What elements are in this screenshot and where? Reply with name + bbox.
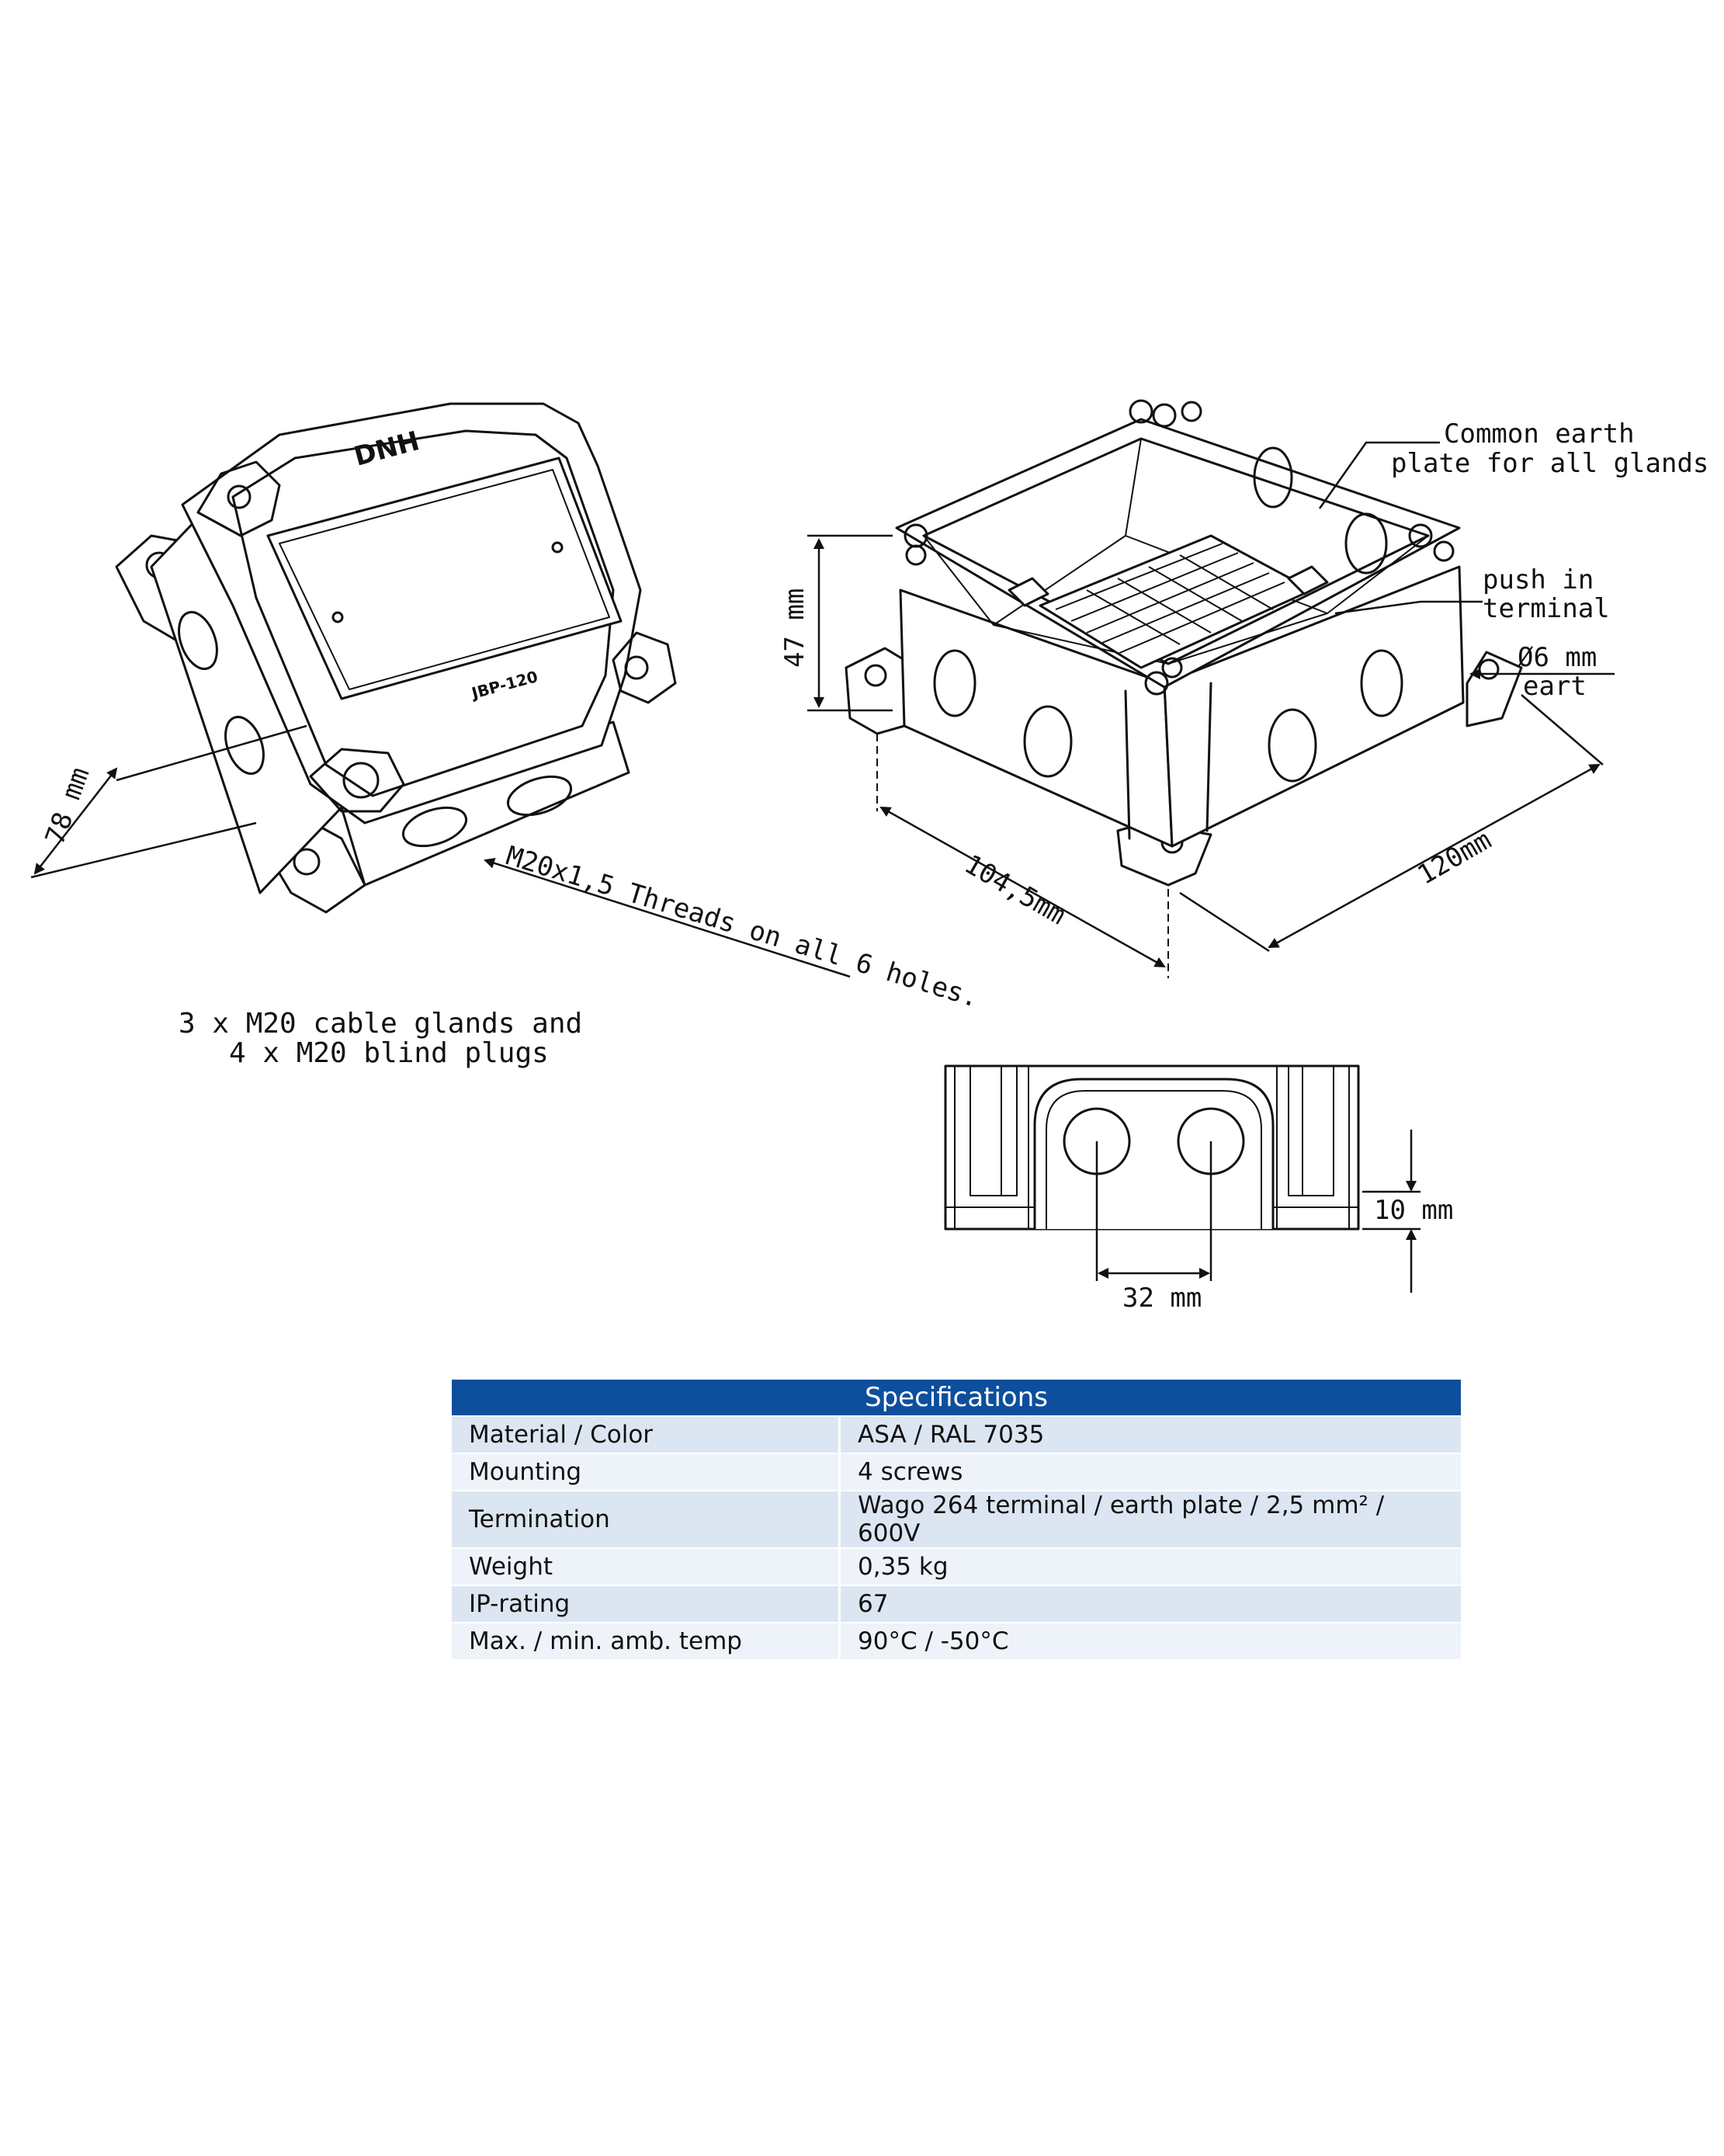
spec-row: Termination Wago 264 terminal / earth pl… xyxy=(452,1491,1461,1549)
spec-key: Weight xyxy=(452,1548,841,1586)
dimension-10mm: 10 mm xyxy=(1362,1130,1453,1293)
threads-note-label: M20x1,5 Threads on all 6 holes. xyxy=(502,840,983,1014)
dim-120-label: 120mm xyxy=(1413,825,1497,891)
terminal-block xyxy=(1008,534,1329,669)
glands-text-line2: 4 x M20 blind plugs xyxy=(229,1037,549,1069)
spec-value: Wago 264 terminal / earth plate / 2,5 mm… xyxy=(839,1491,1461,1549)
spec-key: IP-rating xyxy=(452,1585,841,1623)
specifications-title: Specifications xyxy=(452,1380,1461,1417)
earth-dia-label-line1: Ø6 mm xyxy=(1518,642,1597,673)
earth-plate-label-line1: Common earth xyxy=(1444,418,1635,450)
spec-value: 67 xyxy=(839,1585,1461,1623)
spec-row: Weight 0,35 kg xyxy=(452,1548,1461,1586)
spec-value: ASA / RAL 7035 xyxy=(839,1416,1461,1454)
spec-row: Mounting 4 screws xyxy=(452,1453,1461,1491)
open-box-annotations: Common earth plate for all glands push i… xyxy=(1318,418,1708,702)
open-box-view xyxy=(845,399,1523,887)
spec-value: 4 screws xyxy=(839,1453,1461,1491)
spec-row: IP-rating 67 xyxy=(452,1585,1461,1623)
spec-key: Max. / min. amb. temp xyxy=(452,1623,841,1661)
spec-row: Max. / min. amb. temp 90°C / -50°C xyxy=(452,1623,1461,1661)
push-in-label-line2: terminal xyxy=(1483,593,1610,624)
glands-text-line1: 3 x M20 cable glands and xyxy=(179,1008,582,1040)
spec-key: Material / Color xyxy=(452,1416,841,1454)
threads-note: M20x1,5 Threads on all 6 holes. xyxy=(484,840,983,1014)
earth-dia-label-line2: eart xyxy=(1523,671,1587,702)
side-elevation-view xyxy=(944,1064,1360,1231)
dim-104-label: 104,5mm xyxy=(959,849,1071,931)
spec-key: Termination xyxy=(452,1491,841,1549)
closed-box-view: DNH JBP-120 xyxy=(115,402,677,914)
earth-plate-label-line2: plate for all glands xyxy=(1391,448,1708,479)
spec-value: 0,35 kg xyxy=(839,1548,1461,1586)
height-dimension-right: 47 mm xyxy=(779,534,893,712)
dim-10-label: 10 mm xyxy=(1374,1195,1453,1226)
push-in-label-line1: push in xyxy=(1483,564,1594,595)
dim-32-label: 32 mm xyxy=(1122,1283,1202,1314)
dimension-32mm: 32 mm xyxy=(1095,1141,1212,1314)
spec-row: Material / Color ASA / RAL 7035 xyxy=(452,1416,1461,1454)
spec-key: Mounting xyxy=(452,1453,841,1491)
specifications-table: Specifications Material / Color ASA / RA… xyxy=(452,1380,1461,1661)
dim-47-label: 47 mm xyxy=(779,588,810,668)
spec-value: 90°C / -50°C xyxy=(839,1623,1461,1661)
